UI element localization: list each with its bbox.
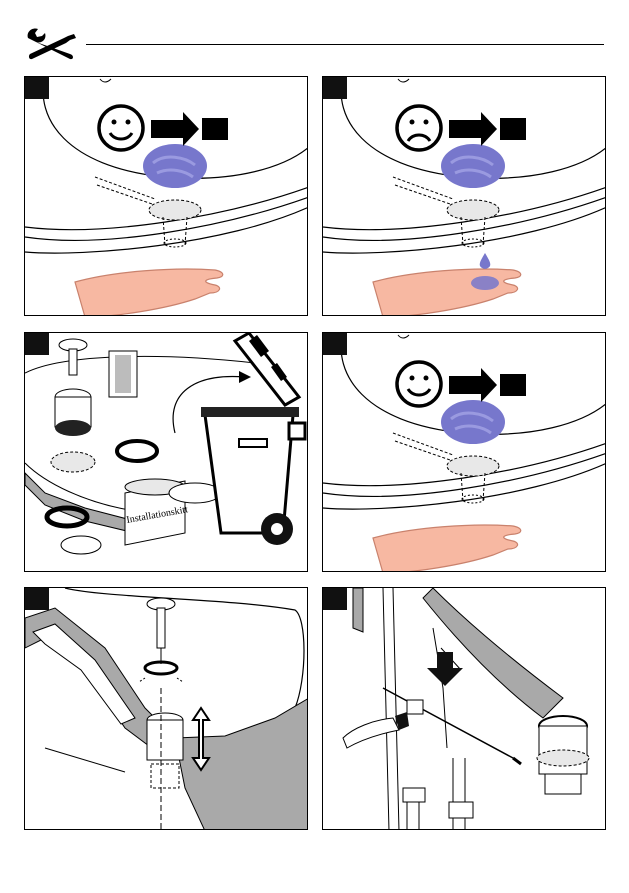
happy-face-icon [397, 362, 441, 406]
step-badge-1 [25, 77, 49, 99]
panel-4 [322, 332, 606, 572]
panel-1 [24, 76, 308, 316]
arrow-right-icon [449, 112, 497, 146]
page-header [0, 0, 629, 70]
step-badge-5 [25, 588, 49, 610]
happy-face-icon [99, 106, 143, 150]
step-badge-2 [323, 77, 347, 99]
water-drop-icon [480, 253, 491, 269]
hand-image [75, 269, 223, 316]
hand-image [373, 269, 521, 316]
panel-6 [322, 587, 606, 830]
arrow-right-icon [151, 112, 199, 146]
hand-image [373, 525, 521, 572]
result-block-icon [500, 374, 526, 396]
result-block-icon [202, 118, 228, 140]
panel-2 [322, 76, 606, 316]
header-rule [86, 44, 604, 45]
down-arrow-icon [427, 652, 463, 686]
result-block-icon [500, 118, 526, 140]
step-badge-6 [323, 588, 347, 610]
arrow-right-icon [449, 368, 497, 402]
panel-3: Installationskitt [24, 332, 308, 572]
panel-5 [24, 587, 308, 830]
step-badge-4 [323, 333, 347, 355]
sad-face-icon [397, 106, 441, 150]
wrench-screwdriver-icon [24, 24, 78, 64]
step-badge-3 [25, 333, 49, 355]
